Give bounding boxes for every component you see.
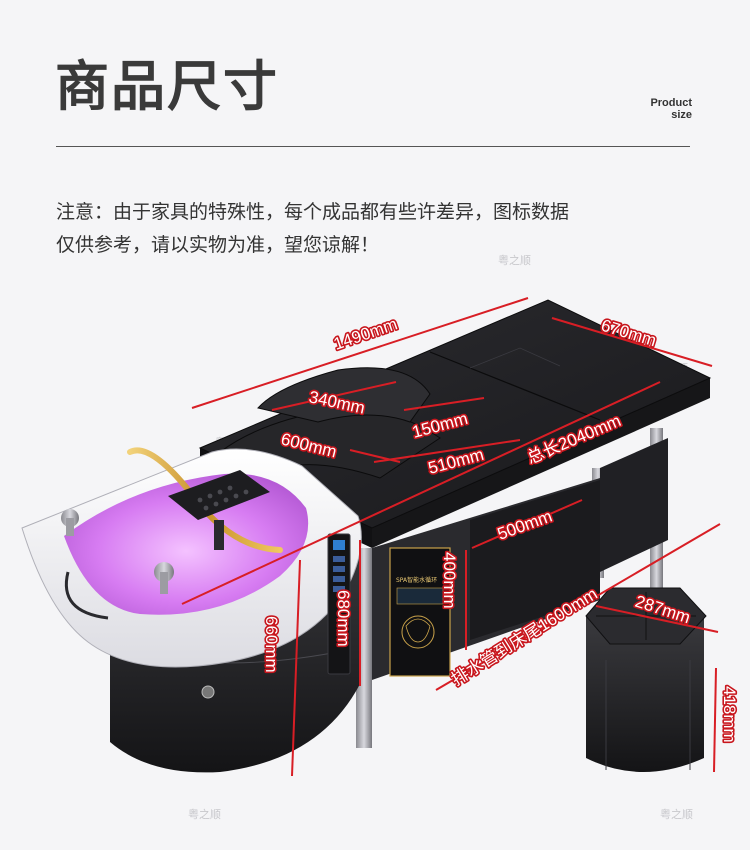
dim-stool-418: 418mm: [720, 686, 739, 743]
header-divider: [56, 146, 690, 147]
dim-cabinet-400: 400mm: [440, 552, 459, 609]
dim-height-660: 660mm: [262, 616, 281, 673]
neck-rest: [168, 470, 270, 550]
dimension-lines: [181, 297, 721, 777]
control-strip: [327, 533, 351, 675]
faucet-icon: [61, 509, 174, 594]
page-title: 商品尺寸: [55, 55, 279, 118]
disclaimer-line-1: 注意：由于家具的特殊性，每个成品都有些许差异，图标数据: [56, 201, 570, 223]
watermark-text: 粤之顺: [660, 807, 693, 821]
subtitle-line-1: Product: [650, 97, 692, 109]
disclaimer-line-2: 仅供参考，请以实物为准，望您谅解！: [56, 234, 380, 256]
subtitle-line-2: size: [671, 109, 692, 121]
spa-board-label: SPA智能水循环: [396, 576, 437, 584]
spa-control-board: SPA智能水循环: [389, 547, 451, 677]
dim-height-680: 680mm: [334, 590, 353, 647]
wash-basin: [21, 447, 362, 773]
watermark-text: 粤之顺: [188, 807, 221, 821]
page-subtitle: Product size: [572, 97, 692, 121]
watermark-text: 粤之顺: [498, 253, 531, 267]
dim-length-1490: 1490mm: [331, 314, 400, 353]
disclaimer-note: 注意：由于家具的特殊性，每个成品都有些许差异，图标数据 仅供参考，请以实物为准，…: [56, 196, 696, 262]
